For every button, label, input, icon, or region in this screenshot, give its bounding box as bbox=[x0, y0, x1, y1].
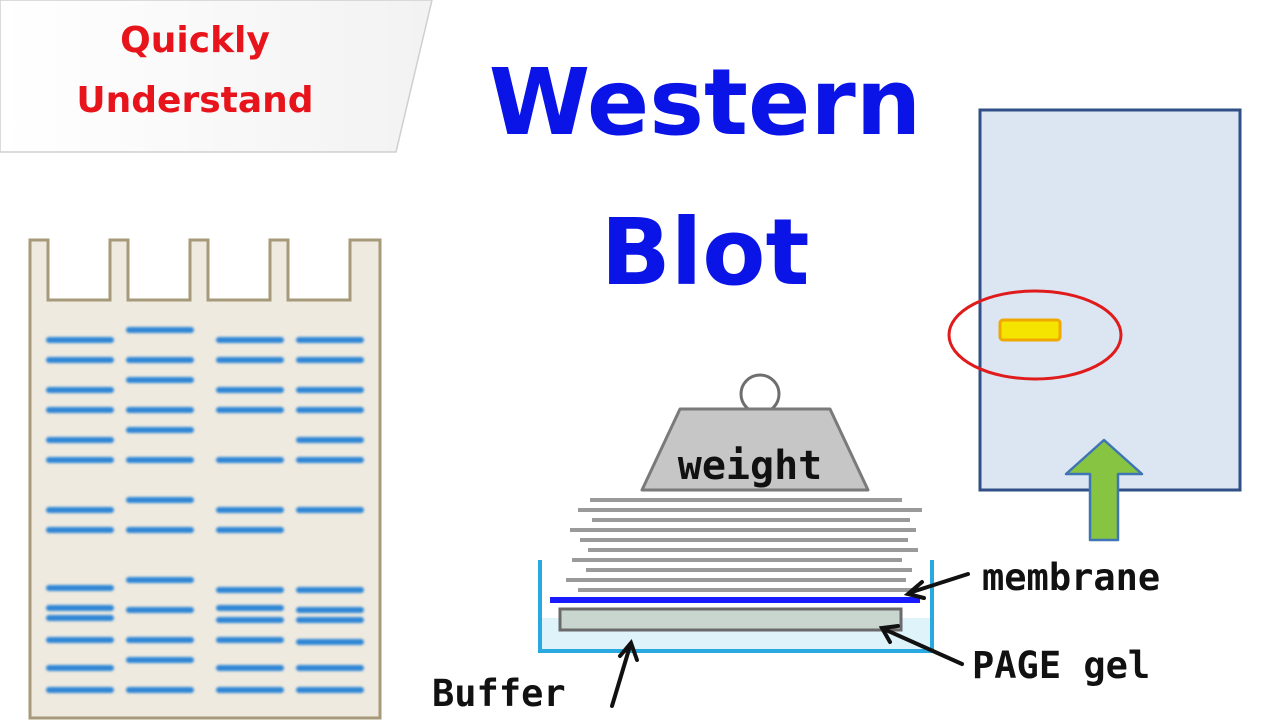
gel-band bbox=[216, 587, 284, 593]
gel-band bbox=[296, 617, 364, 623]
gel-band bbox=[296, 507, 364, 513]
gel-band bbox=[216, 637, 284, 643]
gel-band bbox=[46, 457, 114, 463]
pointer-arrows bbox=[610, 572, 970, 708]
page-gel-pointer bbox=[884, 628, 964, 666]
gel-band bbox=[126, 457, 194, 463]
gel-band bbox=[216, 687, 284, 693]
gel-band bbox=[46, 605, 114, 611]
gel-band bbox=[216, 387, 284, 393]
membrane-strip bbox=[550, 597, 920, 603]
paper-stack bbox=[566, 498, 922, 592]
membrane-result bbox=[947, 108, 1242, 542]
gel-band bbox=[46, 615, 114, 621]
banner-line-2: Understand bbox=[76, 80, 313, 121]
gel-band bbox=[126, 637, 194, 643]
gel-band bbox=[126, 657, 194, 663]
gel-band bbox=[46, 665, 114, 671]
membrane-label: membrane bbox=[982, 556, 1160, 599]
gel-band bbox=[126, 527, 194, 533]
gel-bands bbox=[46, 327, 364, 693]
gel-band bbox=[296, 607, 364, 613]
gel-band bbox=[126, 577, 194, 583]
banner-shape bbox=[0, 0, 433, 153]
title: Western Blot bbox=[489, 49, 922, 306]
transfer-apparatus: weight membrane PAGE gel Buffer bbox=[432, 373, 1160, 715]
gel-band bbox=[216, 665, 284, 671]
gel-band bbox=[126, 497, 194, 503]
gel-band bbox=[126, 607, 194, 613]
gel-band bbox=[296, 665, 364, 671]
gel-band bbox=[216, 617, 284, 623]
weight-handle bbox=[739, 373, 781, 415]
gel-band bbox=[216, 605, 284, 611]
buffer-tank bbox=[538, 560, 934, 653]
title-line-2: Blot bbox=[601, 199, 810, 306]
gel-band bbox=[296, 457, 364, 463]
gel-band bbox=[46, 407, 114, 413]
page-gel-slab bbox=[558, 607, 903, 632]
gel-band bbox=[216, 527, 284, 533]
gel-band bbox=[296, 387, 364, 393]
gel-band bbox=[216, 457, 284, 463]
highlight-circle bbox=[947, 289, 1123, 381]
gel-band bbox=[46, 437, 114, 443]
gel-band bbox=[296, 357, 364, 363]
gel-band bbox=[296, 639, 364, 645]
gel-band bbox=[46, 507, 114, 513]
up-arrow-icon bbox=[1064, 438, 1144, 542]
gel-band bbox=[46, 337, 114, 343]
gel-band bbox=[126, 377, 194, 383]
banner: Quickly Understand bbox=[0, 0, 433, 153]
buffer-pointer bbox=[610, 644, 632, 708]
membrane-arrowhead-icon bbox=[903, 580, 926, 600]
gel-band bbox=[216, 507, 284, 513]
buffer-arrowhead-icon bbox=[618, 639, 639, 662]
weight-block bbox=[640, 407, 870, 492]
gel-band bbox=[46, 585, 114, 591]
gel-band bbox=[46, 387, 114, 393]
gel-band bbox=[126, 427, 194, 433]
gel-band bbox=[216, 337, 284, 343]
gel-band bbox=[46, 357, 114, 363]
page-gel-arrowhead-icon bbox=[878, 624, 900, 644]
buffer-label: Buffer bbox=[432, 672, 566, 715]
gel-outline bbox=[28, 238, 382, 720]
membrane-pointer bbox=[910, 572, 970, 594]
gel-band bbox=[296, 407, 364, 413]
gel-band bbox=[46, 687, 114, 693]
title-line-1: Western bbox=[489, 49, 922, 156]
gel-band bbox=[46, 637, 114, 643]
gel-band bbox=[216, 407, 284, 413]
gel-band bbox=[126, 357, 194, 363]
gel-band bbox=[46, 527, 114, 533]
detected-band bbox=[998, 318, 1062, 342]
gel-band bbox=[296, 337, 364, 343]
page-gel-label: PAGE gel bbox=[972, 644, 1150, 687]
gel-band bbox=[126, 687, 194, 693]
gel-band bbox=[126, 407, 194, 413]
gel-band bbox=[126, 327, 194, 333]
electrophoresis-gel bbox=[28, 238, 382, 720]
gel-band bbox=[296, 687, 364, 693]
gel-band bbox=[216, 357, 284, 363]
banner-line-1: Quickly bbox=[120, 20, 270, 61]
gel-band bbox=[296, 437, 364, 443]
gel-band bbox=[296, 587, 364, 593]
weight-label: weight bbox=[678, 443, 823, 489]
membrane-panel bbox=[978, 108, 1242, 492]
